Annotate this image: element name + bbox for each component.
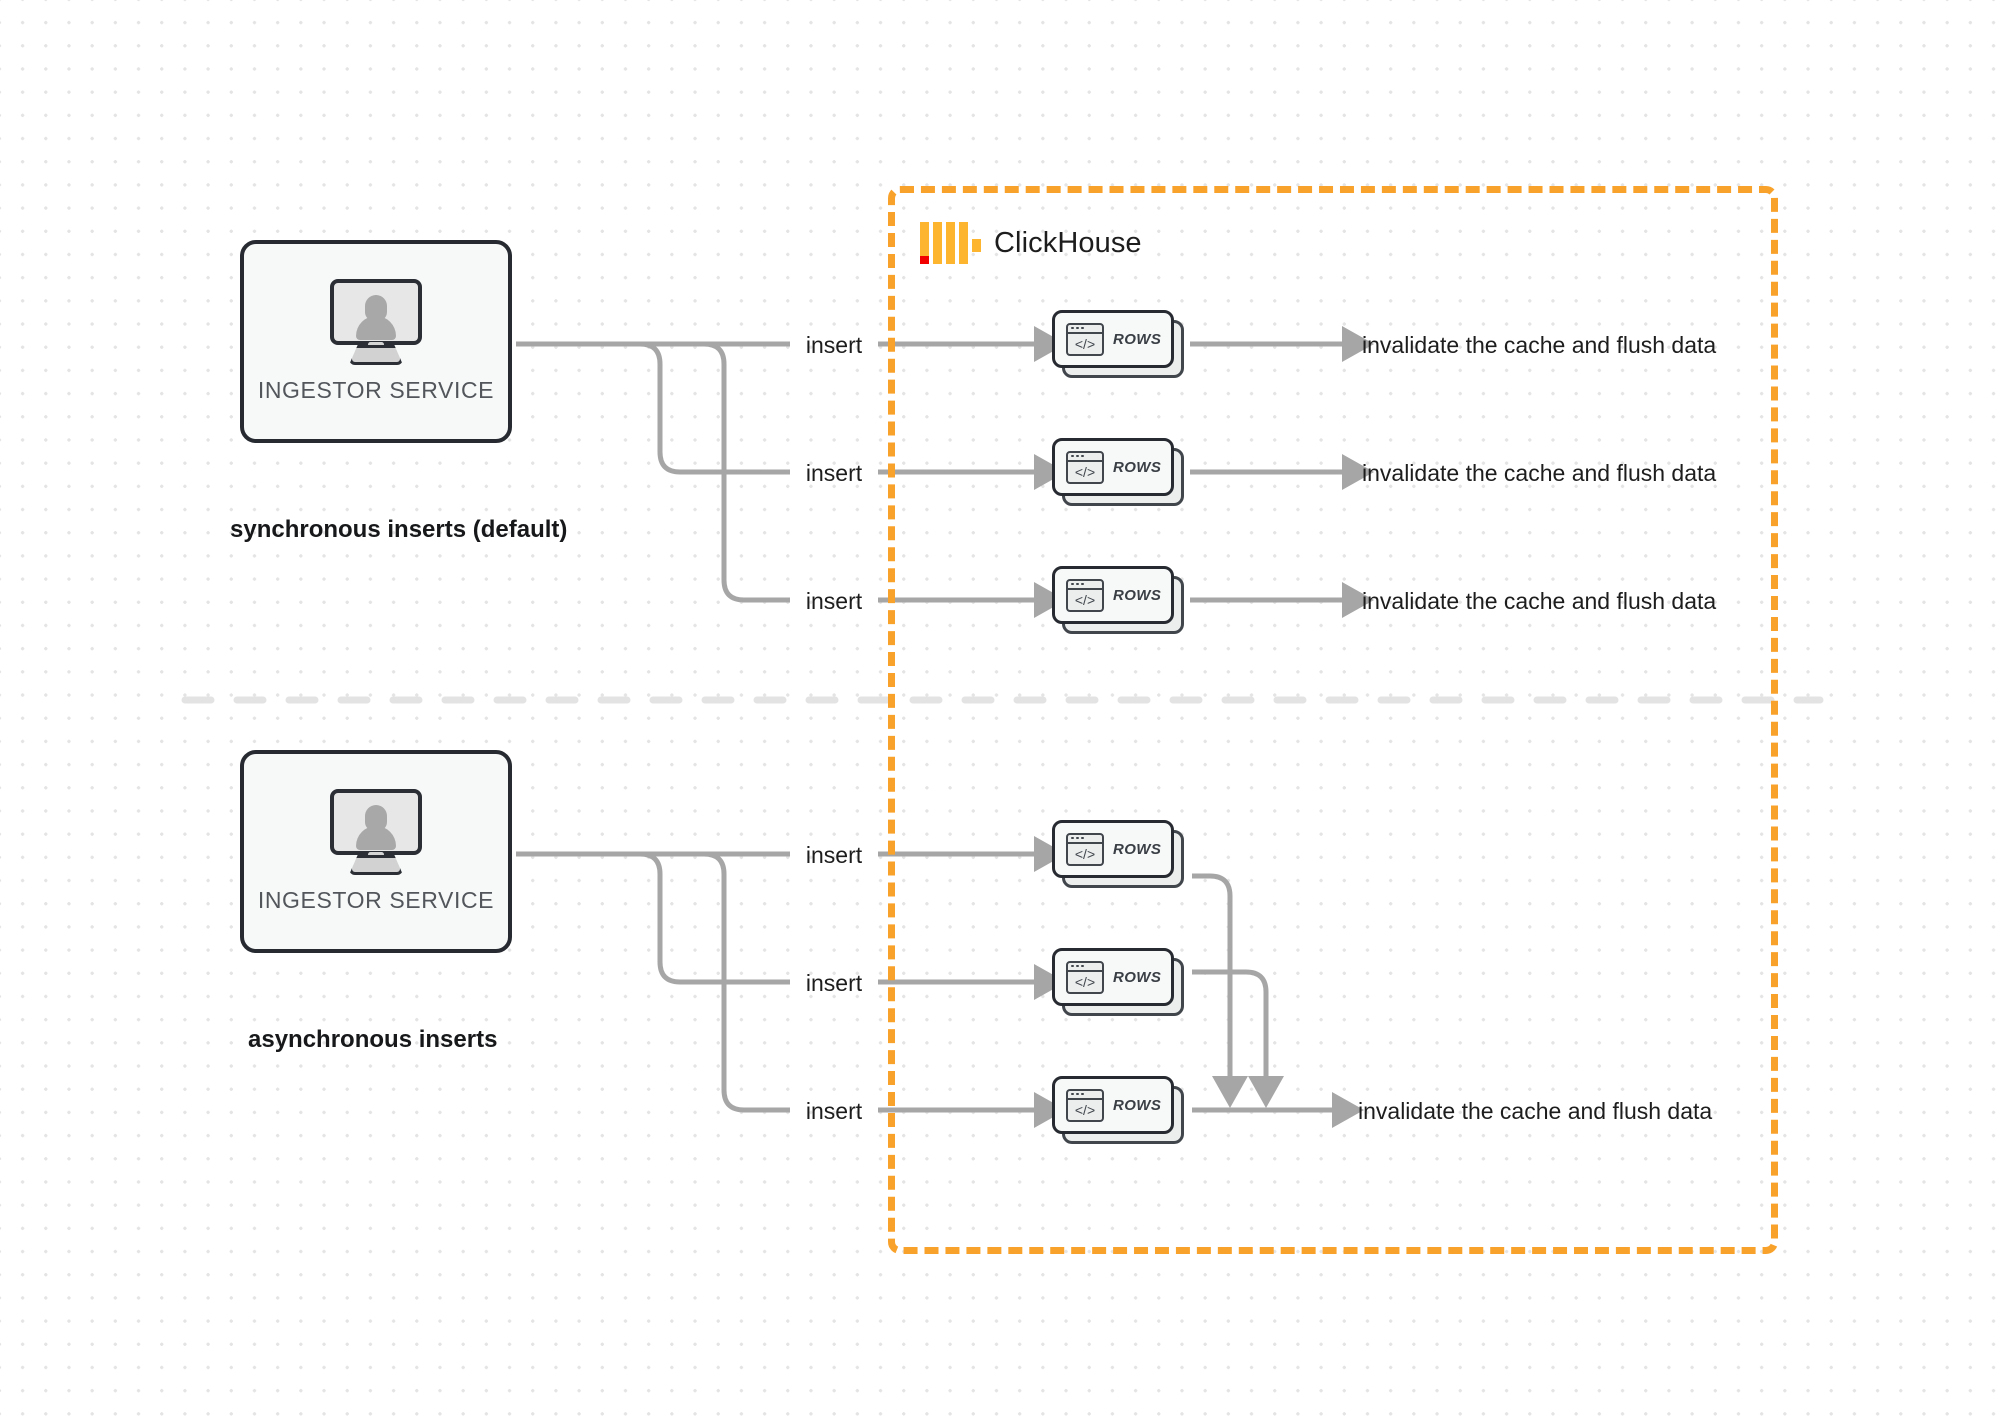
rows-label: ROWS [1113,840,1162,858]
insert-label-sync-3: insert [805,588,863,614]
code-glyph: </> [1074,973,1096,990]
code-glyph: </> [1074,591,1096,608]
rows-node-async-3[interactable]: </> ROWS [1052,1076,1184,1144]
code-glyph: </> [1074,335,1096,352]
rows-label: ROWS [1113,968,1162,986]
rows-node-sync-3[interactable]: </> ROWS [1052,566,1184,634]
code-window-icon: </> [1066,960,1104,994]
rows-label: ROWS [1113,586,1162,604]
result-label-sync-3: invalidate the cache and flush data [1362,588,1717,614]
rows-node-async-1[interactable]: </> ROWS [1052,820,1184,888]
ingestor-service-label: INGESTOR SERVICE [257,887,495,913]
rows-label: ROWS [1113,330,1162,348]
code-glyph: </> [1074,463,1096,480]
insert-label-sync-1: insert [805,332,863,358]
rows-label: ROWS [1113,1096,1162,1114]
code-window-icon: </> [1066,322,1104,356]
result-label-sync-1: invalidate the cache and flush data [1362,332,1717,358]
section-caption-synchronous: synchronous inserts (default) [230,516,568,543]
rows-node-sync-2[interactable]: </> ROWS [1052,438,1184,506]
clickhouse-logo-icon [920,222,981,264]
section-caption-asynchronous: asynchronous inserts [248,1026,498,1053]
rows-node-sync-1[interactable]: </> ROWS [1052,310,1184,378]
code-window-icon: </> [1066,832,1104,866]
insert-label-async-2: insert [805,970,863,996]
code-glyph: </> [1074,845,1096,862]
ingestor-service-sync[interactable]: INGESTOR SERVICE [240,240,512,443]
result-label-async-merged: invalidate the cache and flush data [1358,1098,1713,1124]
rows-node-async-2[interactable]: </> ROWS [1052,948,1184,1016]
insert-label-async-1: insert [805,842,863,868]
insert-label-async-3: insert [805,1098,863,1124]
code-window-icon: </> [1066,450,1104,484]
clickhouse-boundary [888,186,1778,1254]
clickhouse-wordmark: ClickHouse [994,226,1142,259]
result-label-sync-2: invalidate the cache and flush data [1362,460,1717,486]
code-window-icon: </> [1066,1088,1104,1122]
monitor-user-icon [328,789,424,875]
code-glyph: </> [1074,1101,1096,1118]
insert-label-sync-2: insert [805,460,863,486]
ingestor-service-async[interactable]: INGESTOR SERVICE [240,750,512,953]
rows-label: ROWS [1113,458,1162,476]
monitor-user-icon [328,279,424,365]
ingestor-service-label: INGESTOR SERVICE [257,377,495,403]
code-window-icon: </> [1066,578,1104,612]
clickhouse-brand: ClickHouse [920,222,1142,264]
